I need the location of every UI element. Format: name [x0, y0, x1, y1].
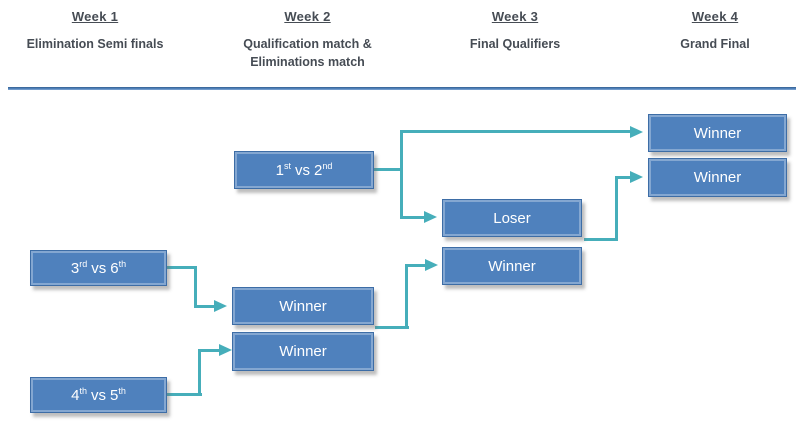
week-4-subtitle: Grand Final: [680, 37, 750, 51]
header-divider-line: [8, 87, 796, 90]
grand-final-winner-top-box: Winner: [648, 114, 787, 152]
connector-to-grand-final-top: [400, 130, 631, 133]
final-qualifier-winner-box: Winner: [442, 247, 582, 285]
connector-week2-winners-vertical: [405, 264, 408, 329]
header-week-1: Week 1 Elimination Semi finals: [5, 8, 185, 53]
connector-1v2-branch-vertical: [400, 130, 403, 219]
week-3-title: Week 3: [491, 9, 539, 24]
connector-week2-winners-stub: [375, 326, 409, 329]
arrowhead-grand-final-top-icon: [630, 126, 643, 138]
arrowhead-week2-winner-bottom-icon: [219, 344, 232, 356]
week2-winner-bottom-box: Winner: [232, 332, 374, 371]
connector-4v5-vertical: [198, 350, 201, 396]
connector-to-week2-winner-bottom: [198, 349, 219, 352]
arrowhead-week2-winner-top-icon: [214, 300, 227, 312]
connector-1v2-stub: [371, 168, 402, 171]
header-week-4: Week 4 Grand Final: [620, 8, 800, 53]
grand-final-winner-bottom-box: Winner: [648, 158, 787, 197]
week-2-title: Week 2: [284, 9, 331, 24]
header-week-2: Week 2 Qualification match & Elimination…: [195, 8, 420, 71]
final-qualifier-loser-label: Loser: [493, 209, 531, 227]
week-2-subtitle-line1: Qualification match &: [243, 37, 372, 51]
connector-4v5-stub: [164, 393, 202, 396]
connector-to-loser-box: [400, 216, 424, 219]
connector-to-final-qualifier-winner: [405, 264, 425, 267]
week2-winner-top-label: Winner: [279, 297, 327, 315]
week-4-title: Week 4: [691, 9, 739, 24]
grand-final-winner-top-label: Winner: [693, 124, 742, 142]
header-week-3: Week 3 Final Qualifiers: [420, 8, 610, 53]
arrowhead-grand-final-bottom-icon: [630, 171, 643, 183]
connector-to-week2-winner-top: [194, 305, 214, 308]
connector-final-qualifier-stub: [584, 238, 618, 241]
week-2-subtitle-line2: Eliminations match: [250, 55, 365, 70]
arrowhead-final-qualifier-winner-icon: [425, 259, 438, 271]
week-3-subtitle: Final Qualifiers: [469, 37, 561, 51]
week-1-subtitle: Elimination Semi finals: [26, 37, 164, 51]
week-1-title: Week 1: [71, 9, 119, 24]
connector-3v6-vertical: [194, 266, 197, 308]
arrowhead-loser-box-icon: [424, 211, 437, 223]
week2-winner-bottom-label: Winner: [279, 343, 327, 360]
connector-final-qualifier-vertical: [615, 176, 618, 241]
final-qualifier-winner-label: Winner: [488, 257, 536, 275]
final-qualifier-loser-box: Loser: [442, 199, 582, 237]
week2-winner-top-box: Winner: [232, 287, 374, 325]
connector-to-grand-final-bottom: [615, 176, 632, 179]
grand-final-winner-bottom-label: Winner: [693, 169, 742, 186]
connector-3v6-stub: [164, 266, 197, 269]
